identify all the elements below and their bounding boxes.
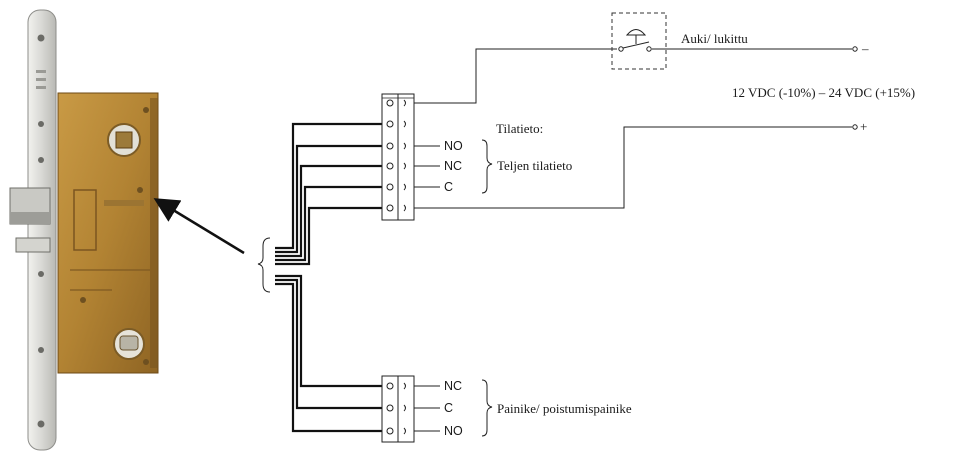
cylinder-slot bbox=[119, 335, 139, 351]
lock-internal-slot bbox=[73, 189, 97, 251]
terminal-label-c: C bbox=[444, 180, 453, 194]
brace-icon bbox=[257, 237, 271, 293]
arrow-icon bbox=[153, 198, 245, 255]
lock-rivet bbox=[80, 297, 86, 303]
faceplate-marking bbox=[36, 86, 46, 89]
plus-terminal-label: + bbox=[860, 119, 867, 134]
follower-square bbox=[115, 131, 133, 149]
power-wiring bbox=[414, 46, 858, 432]
faceplate-screw bbox=[38, 271, 44, 277]
faceplate-screw bbox=[38, 121, 44, 127]
faceplate-screw bbox=[38, 157, 44, 163]
terminal-label-nc: NC bbox=[444, 379, 462, 393]
terminal-label-c: C bbox=[444, 401, 453, 415]
faceplate-screw bbox=[37, 420, 45, 428]
latch-bolt-shade bbox=[10, 212, 50, 224]
brace-icon bbox=[481, 139, 493, 194]
lower-wire-bundle bbox=[275, 274, 388, 433]
terminal-label-no: NO bbox=[444, 424, 463, 438]
voltage-label: 12 VDC (-10%) – 24 VDC (+15%) bbox=[732, 85, 915, 100]
faceplate-marking bbox=[36, 78, 46, 81]
lock-internal-bar bbox=[104, 200, 144, 206]
switch-icon bbox=[611, 12, 667, 70]
faceplate bbox=[27, 9, 57, 451]
status-group-label: Teljen tilatieto bbox=[497, 158, 572, 173]
lock-rivet bbox=[143, 107, 149, 113]
terminal-block-icon bbox=[381, 93, 415, 221]
lock-rivet bbox=[137, 187, 143, 193]
button-group-label: Painike/ poistumispainike bbox=[497, 401, 632, 416]
terminal-label-no: NO bbox=[444, 139, 463, 153]
faceplate-screw bbox=[38, 347, 44, 353]
lock-internal-line bbox=[70, 269, 150, 291]
status-heading: Tilatieto: bbox=[496, 121, 543, 136]
terminal-block-icon bbox=[381, 375, 415, 443]
faceplate-marking bbox=[36, 70, 46, 73]
switch-label: Auki/ lukittu bbox=[681, 31, 748, 46]
faceplate-screw bbox=[37, 34, 45, 42]
brace-icon bbox=[481, 379, 493, 437]
lock-rivet bbox=[143, 359, 149, 365]
minus-terminal-label: – bbox=[861, 41, 869, 56]
door-lock-image bbox=[9, 9, 159, 451]
lock-case-shadow bbox=[150, 98, 158, 368]
upper-wire-bundle bbox=[275, 122, 388, 266]
terminal-label-nc: NC bbox=[444, 159, 462, 173]
dead-bolt bbox=[15, 237, 51, 253]
